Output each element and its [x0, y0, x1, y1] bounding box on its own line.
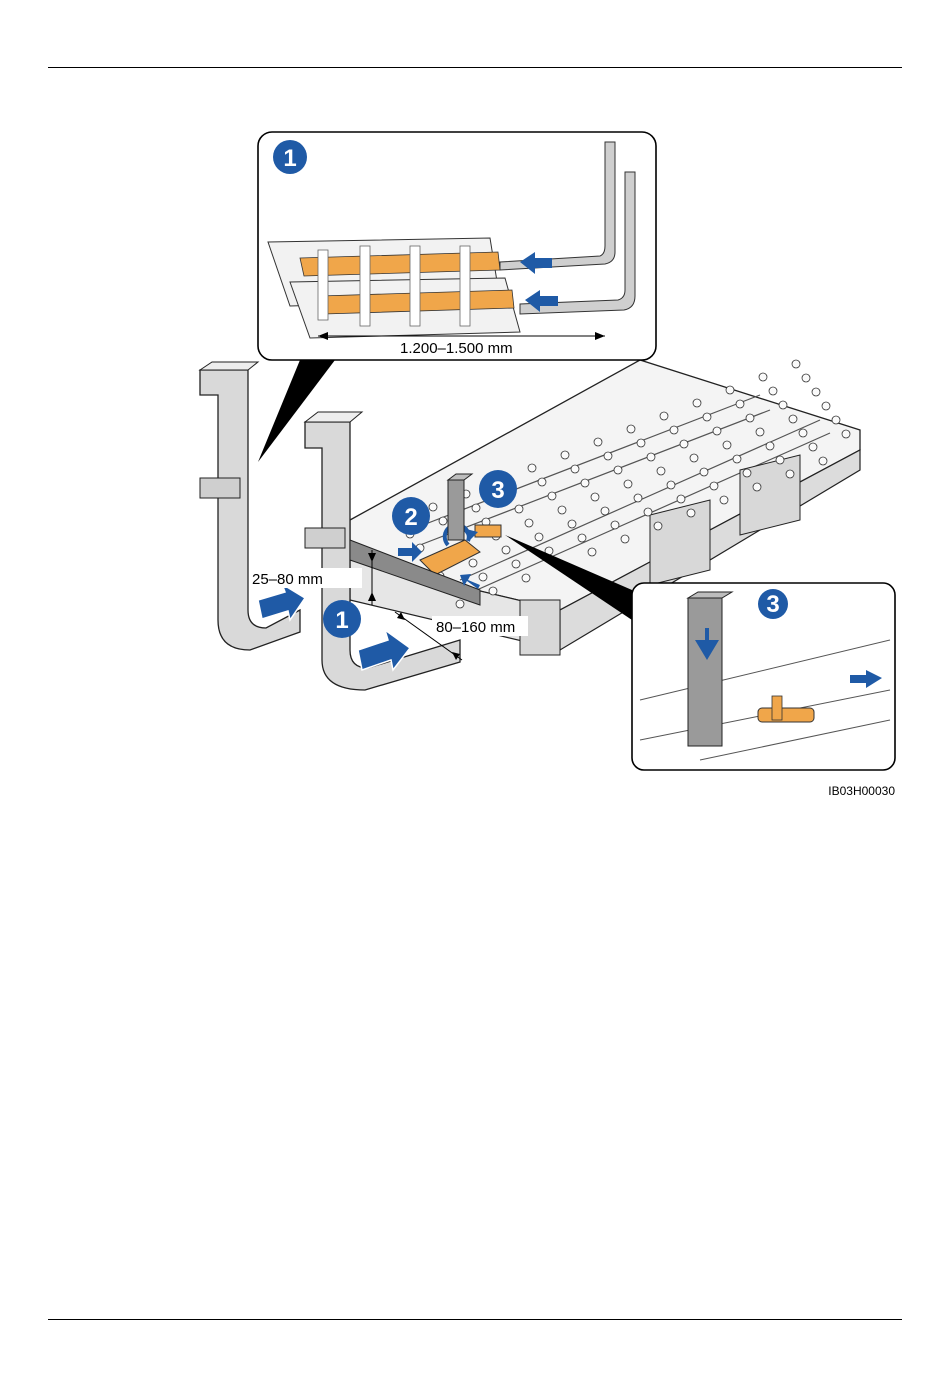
- bolt-dot: [710, 482, 718, 490]
- callout-1-main: 1: [323, 600, 361, 638]
- bolt-dot: [726, 386, 734, 394]
- bolt-dot: [621, 535, 629, 543]
- bolt-dot: [753, 483, 761, 491]
- bolt-dot: [528, 464, 536, 472]
- bolt-dot: [822, 402, 830, 410]
- bolt-dot: [693, 399, 701, 407]
- callout-2-main: 2: [392, 497, 430, 535]
- bolt-dot: [489, 587, 497, 595]
- bolt-dot: [842, 430, 850, 438]
- bolt-dot: [525, 519, 533, 527]
- bolt-dot: [812, 388, 820, 396]
- bolt-dot: [538, 478, 546, 486]
- bolt-dot: [786, 470, 794, 478]
- bolt-dot: [736, 400, 744, 408]
- bolt-dot: [677, 495, 685, 503]
- bolt-dot: [756, 428, 764, 436]
- bolt-dot: [660, 412, 668, 420]
- svg-text:1: 1: [335, 607, 348, 634]
- lift-height-label: 25–80 mm: [252, 571, 323, 588]
- bolt-dot: [799, 429, 807, 437]
- fork-gap-label: 80–160 mm: [436, 619, 515, 636]
- bolt-dot: [746, 414, 754, 422]
- footer-rule: [48, 1319, 902, 1320]
- bolt-dot: [522, 574, 530, 582]
- bolt-dot: [802, 374, 810, 382]
- bolt-dot: [713, 427, 721, 435]
- callout-3-inset: 3: [766, 591, 779, 618]
- bolt-dot: [571, 465, 579, 473]
- bolt-dot: [594, 438, 602, 446]
- bolt-dot: [733, 455, 741, 463]
- bolt-dot: [703, 413, 711, 421]
- callout-1-inset: 1: [283, 145, 296, 172]
- bolt-dot: [809, 443, 817, 451]
- bolt-dot: [568, 520, 576, 528]
- bolt-dot: [561, 451, 569, 459]
- bolt-dot: [558, 506, 566, 514]
- bolt-dot: [614, 466, 622, 474]
- bolt-dot: [690, 454, 698, 462]
- bolt-dot: [819, 457, 827, 465]
- bolt-dot: [604, 452, 612, 460]
- bolt-dot: [776, 456, 784, 464]
- bolt-dot: [627, 425, 635, 433]
- bolt-dot: [667, 481, 675, 489]
- pallet-width-label: 1.200–1.500 mm: [400, 340, 513, 357]
- bolt-dot: [657, 467, 665, 475]
- bolt-dot: [591, 493, 599, 501]
- figure-code: IB03H00030: [828, 784, 895, 798]
- callout-3-main: 3: [479, 470, 517, 508]
- bolt-dot: [578, 534, 586, 542]
- bolt-dot: [634, 494, 642, 502]
- bolt-dot: [439, 517, 447, 525]
- bolt-dot: [654, 522, 662, 530]
- detail-inset-right: 3: [632, 583, 895, 770]
- bolt-dot: [700, 468, 708, 476]
- detail-inset-top: 1.200–1.500 mm 1: [258, 132, 656, 360]
- bolt-dot: [789, 415, 797, 423]
- bolt-dot: [502, 546, 510, 554]
- bolt-dot: [581, 479, 589, 487]
- bolt-dot: [743, 469, 751, 477]
- bolt-dot: [512, 560, 520, 568]
- bolt-dot: [515, 505, 523, 513]
- bolt-dot: [766, 442, 774, 450]
- bolt-dot: [535, 533, 543, 541]
- bolt-dot: [759, 373, 767, 381]
- svg-text:3: 3: [491, 477, 504, 504]
- bolt-dot: [680, 440, 688, 448]
- bolt-dot: [644, 508, 652, 516]
- bolt-dot: [647, 453, 655, 461]
- bolt-dot: [670, 426, 678, 434]
- bolt-dot: [548, 492, 556, 500]
- bolt-dot: [472, 504, 480, 512]
- bolt-dot: [792, 360, 800, 368]
- bolt-dot: [469, 559, 477, 567]
- bolt-dot: [832, 416, 840, 424]
- bolt-dot: [611, 521, 619, 529]
- bolt-dot: [769, 387, 777, 395]
- bolt-dot: [624, 480, 632, 488]
- bolt-dot: [456, 600, 464, 608]
- bolt-dot: [779, 401, 787, 409]
- svg-text:2: 2: [404, 504, 417, 531]
- bolt-dot: [588, 548, 596, 556]
- bolt-dot: [637, 439, 645, 447]
- bolt-dot: [601, 507, 609, 515]
- forklift-installation-figure: 25–80 mm 80–160 mm 1 2 3: [0, 0, 950, 820]
- bolt-dot: [720, 496, 728, 504]
- bolt-dot: [687, 509, 695, 517]
- bolt-dot: [429, 503, 437, 511]
- fork-gap-dimension: 80–160 mm: [395, 612, 528, 660]
- bolt-dot: [479, 573, 487, 581]
- bolt-dot: [723, 441, 731, 449]
